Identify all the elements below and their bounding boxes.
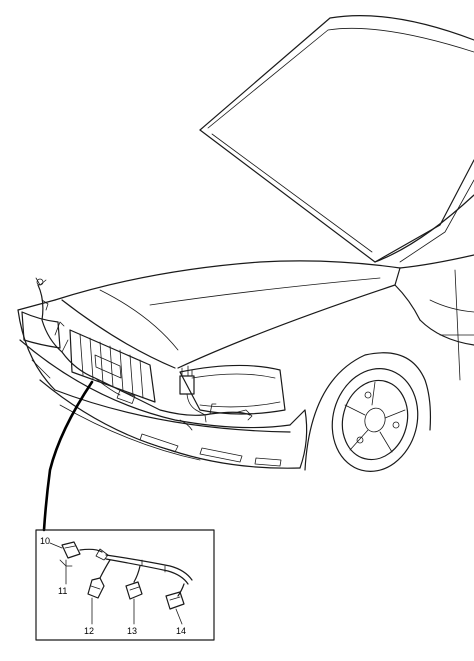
wiring-harness-on-car	[35, 277, 253, 431]
leader-line	[42, 380, 94, 532]
car-outline	[17, 15, 474, 472]
inset-harness	[59, 541, 193, 610]
wheel	[331, 368, 419, 472]
callout-13: 13	[127, 626, 137, 636]
callout-14: 14	[176, 626, 186, 636]
callout-10: 10	[40, 536, 50, 546]
grille-bars	[79, 333, 144, 399]
callout-12: 12	[84, 626, 94, 636]
callout-11: 11	[58, 586, 67, 596]
detail-inset: 10 11 12 13 14	[35, 529, 215, 641]
